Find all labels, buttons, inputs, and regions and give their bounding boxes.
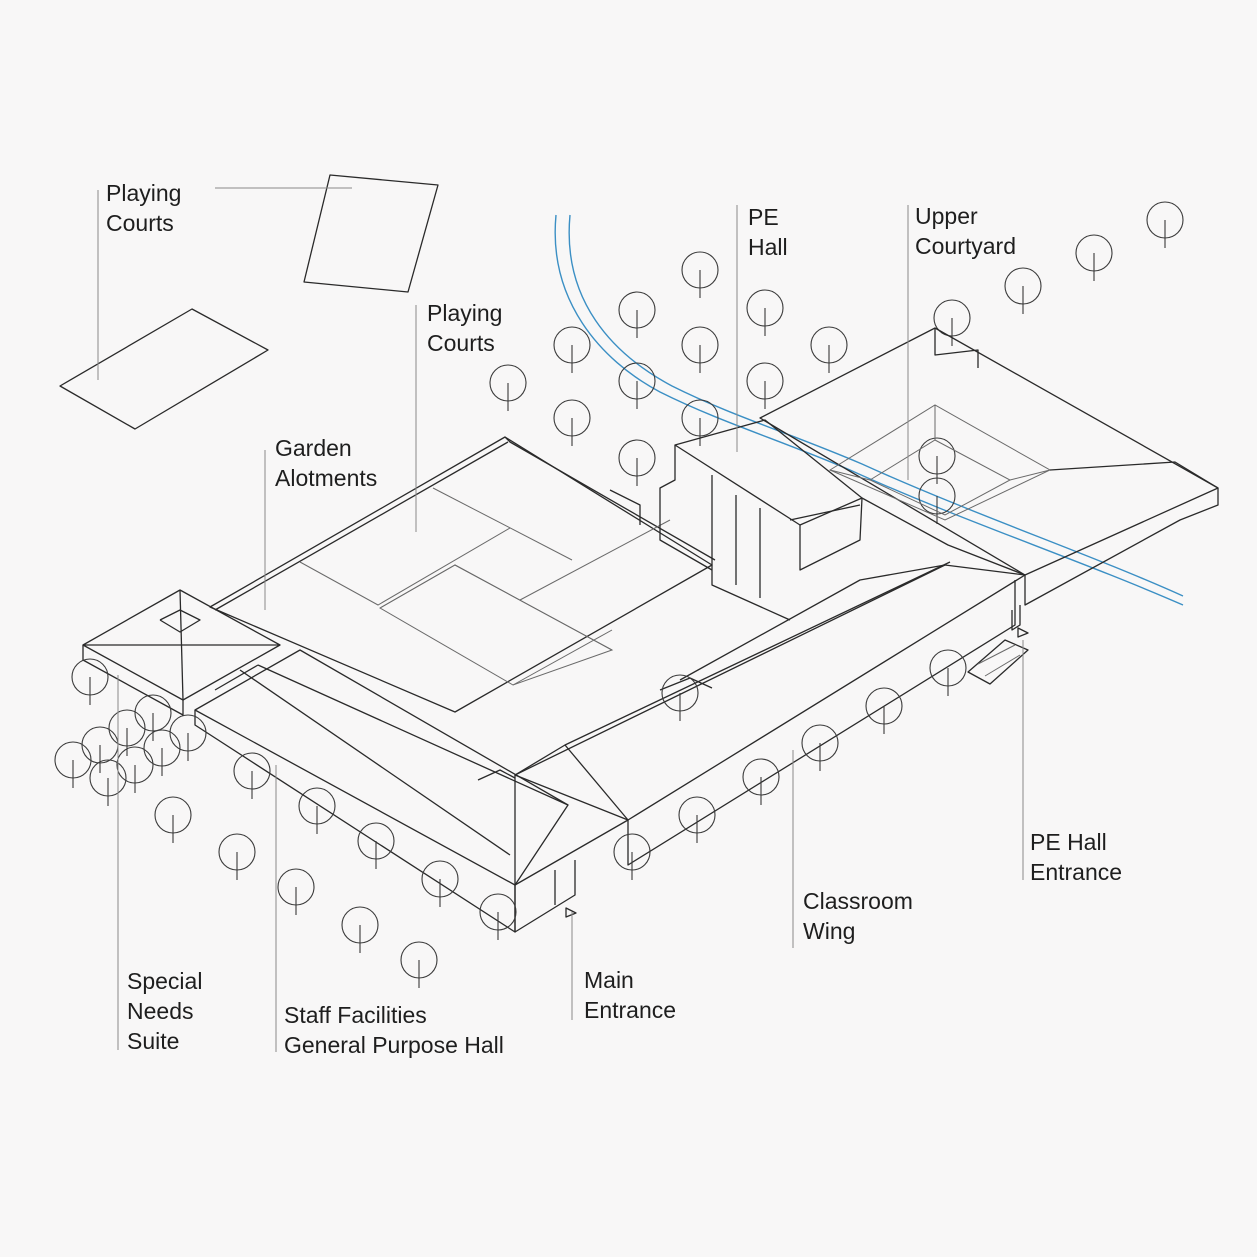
tree-icon bbox=[277, 868, 315, 915]
tree-icon bbox=[618, 439, 656, 486]
svg-text:Garden: Garden bbox=[275, 435, 352, 461]
svg-text:Classroom: Classroom bbox=[803, 888, 913, 914]
tree-icon bbox=[89, 759, 127, 806]
label-staff-facilities: Staff Facilities General Purpose Hall bbox=[284, 1002, 504, 1058]
tree-icon bbox=[553, 326, 591, 373]
tree-icon bbox=[618, 291, 656, 338]
tree-icon bbox=[681, 399, 719, 446]
tree-icon bbox=[341, 906, 379, 953]
svg-text:Needs: Needs bbox=[127, 998, 193, 1024]
label-special-needs-suite: Special Needs Suite bbox=[127, 968, 202, 1054]
label-main-entrance: Main Entrance bbox=[584, 967, 676, 1023]
tree-icon bbox=[618, 362, 656, 409]
label-playing-courts-north: Playing Courts bbox=[106, 180, 181, 236]
svg-text:PE: PE bbox=[748, 204, 779, 230]
tree-icon bbox=[71, 658, 109, 705]
tree-icon bbox=[143, 729, 181, 776]
tree-icon bbox=[298, 787, 336, 834]
tree-icon bbox=[929, 649, 967, 696]
tree-icon bbox=[865, 687, 903, 734]
tree-icon bbox=[681, 326, 719, 373]
tree-icon bbox=[1075, 234, 1113, 281]
tree-icon bbox=[746, 362, 784, 409]
tree-icon bbox=[218, 833, 256, 880]
tree-icon bbox=[108, 709, 146, 756]
svg-text:Special: Special bbox=[127, 968, 202, 994]
tree-icon bbox=[421, 860, 459, 907]
tree-icon bbox=[233, 752, 271, 799]
trees-south bbox=[54, 649, 967, 988]
svg-text:PE Hall: PE Hall bbox=[1030, 829, 1107, 855]
label-garden-alotments: Garden Alotments bbox=[275, 435, 377, 491]
svg-text:Wing: Wing bbox=[803, 918, 855, 944]
svg-text:Main: Main bbox=[584, 967, 634, 993]
tree-icon bbox=[1146, 201, 1184, 248]
svg-text:Hall: Hall bbox=[748, 234, 788, 260]
label-pe-hall-entrance: PE Hall Entrance bbox=[1030, 829, 1122, 885]
stream bbox=[554, 214, 1184, 606]
tree-icon bbox=[681, 251, 719, 298]
leader-lines bbox=[97, 187, 1024, 1052]
svg-text:Entrance: Entrance bbox=[1030, 859, 1122, 885]
svg-text:General Purpose Hall: General Purpose Hall bbox=[284, 1032, 504, 1058]
tree-icon bbox=[479, 893, 517, 940]
tree-icon bbox=[742, 758, 780, 805]
tree-icon bbox=[154, 796, 192, 843]
svg-text:Courts: Courts bbox=[106, 210, 174, 236]
tree-icon bbox=[1004, 267, 1042, 314]
svg-text:Suite: Suite bbox=[127, 1028, 179, 1054]
tree-icon bbox=[400, 941, 438, 988]
trees-north bbox=[489, 201, 1184, 524]
svg-text:Courtyard: Courtyard bbox=[915, 233, 1016, 259]
tree-icon bbox=[746, 289, 784, 336]
label-playing-courts: Playing Courts bbox=[427, 300, 502, 356]
tree-icon bbox=[678, 796, 716, 843]
tree-icon bbox=[54, 741, 92, 788]
tree-icon bbox=[801, 724, 839, 771]
svg-text:Upper: Upper bbox=[915, 203, 978, 229]
svg-text:Staff Facilities: Staff Facilities bbox=[284, 1002, 427, 1028]
tree-icon bbox=[810, 326, 848, 373]
tree-icon bbox=[553, 399, 591, 446]
label-pe-hall: PE Hall bbox=[748, 204, 788, 260]
tree-icon bbox=[918, 437, 956, 484]
tree-icon bbox=[489, 364, 527, 411]
tree-icon bbox=[116, 746, 154, 793]
label-classroom-wing: Classroom Wing bbox=[803, 888, 913, 944]
tree-icon bbox=[661, 674, 699, 721]
tree-icon bbox=[933, 299, 971, 346]
tree-icon bbox=[613, 833, 651, 880]
tree-icon bbox=[357, 822, 395, 869]
tree-icon bbox=[918, 477, 956, 524]
tree-icon bbox=[134, 694, 172, 741]
label-upper-courtyard: Upper Courtyard bbox=[915, 203, 1016, 259]
svg-text:Playing: Playing bbox=[427, 300, 502, 326]
svg-text:Alotments: Alotments bbox=[275, 465, 377, 491]
svg-text:Playing: Playing bbox=[106, 180, 181, 206]
svg-text:Entrance: Entrance bbox=[584, 997, 676, 1023]
playing-courts-north bbox=[59, 174, 439, 430]
tree-icon bbox=[169, 714, 207, 761]
svg-text:Courts: Courts bbox=[427, 330, 495, 356]
